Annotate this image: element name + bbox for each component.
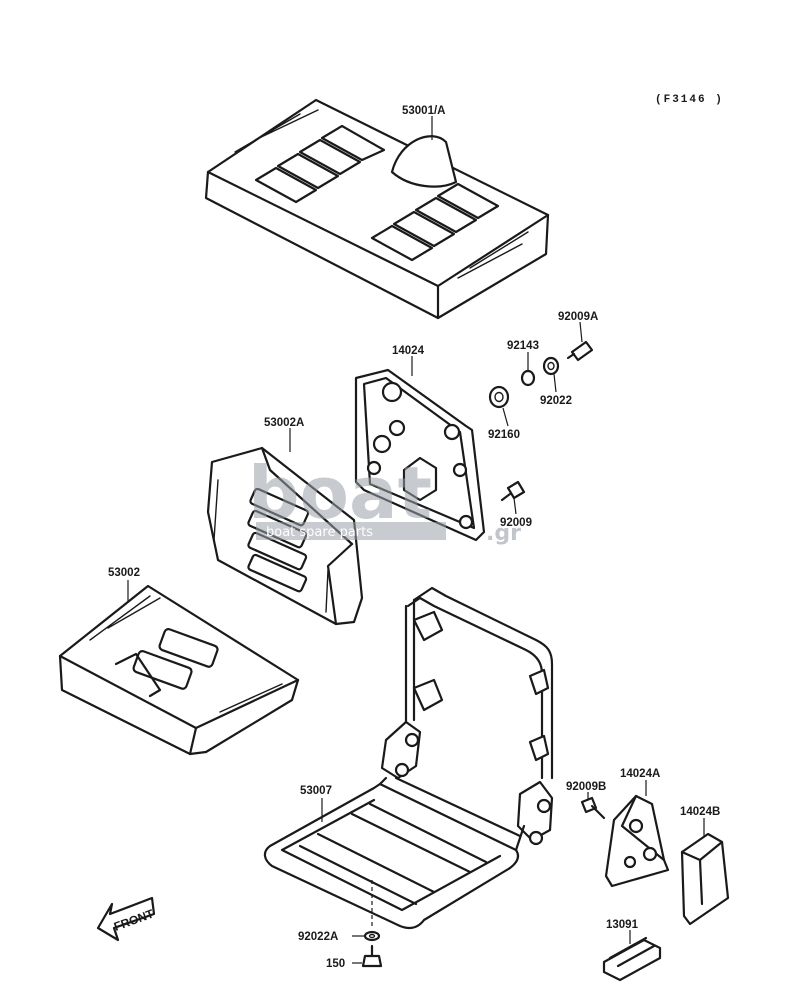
back-plate-14024 <box>354 368 486 542</box>
front-arrow-icon: FRONT <box>96 896 156 942</box>
bolt-150 <box>361 944 383 968</box>
label-92009B: 92009B <box>566 781 606 793</box>
nut-92143 <box>520 352 536 387</box>
label-14024A: 14024A <box>620 768 660 780</box>
label-53001A: 53001/A <box>402 105 445 117</box>
label-150: 150 <box>326 958 345 970</box>
label-53002A: 53002A <box>264 417 304 429</box>
bolt-92009 <box>500 480 526 515</box>
label-14024B: 14024B <box>680 806 720 818</box>
label-53007: 53007 <box>300 785 332 797</box>
watermark-suffix: .gr <box>486 521 521 546</box>
watermark-brand: boat <box>248 451 432 535</box>
seat-frame-53007 <box>263 586 554 930</box>
label-14024: 14024 <box>392 345 425 357</box>
label-92022A: 92022A <box>298 931 338 943</box>
bolt-92009B <box>580 792 606 820</box>
bolt-92009A <box>566 321 594 362</box>
label-92009A: 92009A <box>558 311 598 323</box>
label-92009: 92009 <box>500 517 532 529</box>
watermark-tagline: boat spare parts <box>266 525 373 540</box>
cover-14024B <box>680 832 730 926</box>
cushion-pad-group-left <box>254 124 386 204</box>
label-92160: 92160 <box>488 429 520 441</box>
label-92022: 92022 <box>540 395 572 407</box>
slide-13091 <box>602 936 662 982</box>
bracket-14024A <box>604 794 670 888</box>
washer-92022A <box>363 930 381 942</box>
cushion-pad-group-right <box>370 182 500 262</box>
label-13091: 13091 <box>606 919 639 931</box>
bushing-92160 <box>488 385 510 427</box>
label-53002: 53002 <box>108 567 140 579</box>
washer-92022 <box>542 356 560 393</box>
seat-cushion-top <box>204 98 550 320</box>
label-92143: 92143 <box>507 340 539 352</box>
watermark: boat boat spare parts .gr <box>248 451 521 546</box>
seat-cushion-53002 <box>58 584 300 756</box>
figure-code: (F3146 ) <box>655 94 724 106</box>
